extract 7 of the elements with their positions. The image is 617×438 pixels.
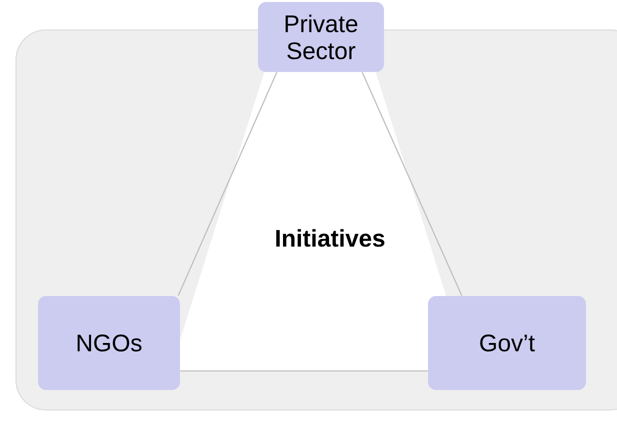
stakeholder-box: Private Sector <box>258 2 384 72</box>
connector-line <box>362 72 462 296</box>
center-label: Initiatives <box>276 229 384 247</box>
stakeholder-box: Gov’t <box>428 296 586 390</box>
connector-line <box>180 370 428 372</box>
stakeholder-box: NGOs <box>38 296 180 390</box>
connector-line <box>178 72 278 296</box>
